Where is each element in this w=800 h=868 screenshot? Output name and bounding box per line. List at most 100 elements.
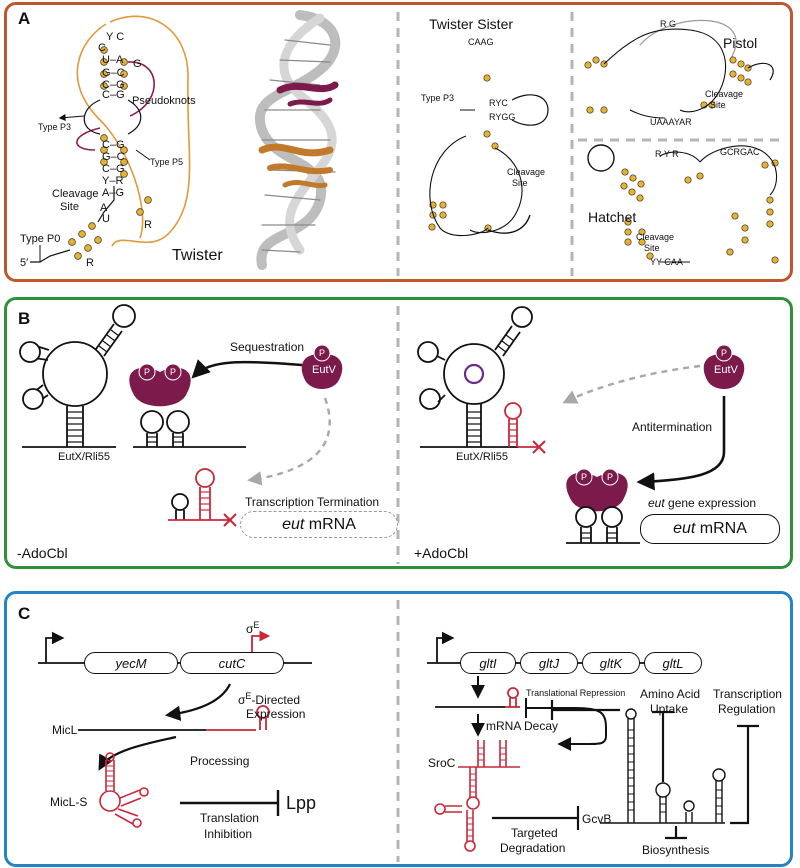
eutv-dimer-left — [129, 363, 191, 407]
eutv-dimer-left-p1: P — [144, 367, 151, 377]
eutx-left-rna — [19, 304, 246, 448]
eut-mrna-right-gene: eut — [673, 520, 696, 537]
gene-yecm: yecM — [84, 652, 178, 674]
twister-3d-model — [254, 10, 341, 270]
expression-label: Expression — [246, 707, 306, 721]
eutv-monomer-right — [703, 344, 745, 389]
lpp-label: Lpp — [286, 793, 317, 813]
hatchet-nt-bottom: YY CAA — [650, 257, 683, 267]
twister-sister-cleavage-label: Cleavage — [507, 167, 546, 177]
eut-mrna-right: eut mRNA — [640, 514, 780, 544]
eutv-right-label: EutV — [714, 364, 738, 376]
eutv-dimer-right-p2: P — [607, 472, 614, 482]
panel-c-small-rna-regulation — [4, 591, 793, 867]
eutv-monomer-left — [301, 344, 343, 389]
twister-nt-cg-4: C–G — [102, 163, 125, 175]
twister-nt-c: C — [98, 42, 106, 54]
pistol-title: Pistol — [723, 35, 758, 51]
twister-nt-cg-3: C–G — [102, 139, 125, 151]
amino-acid-label: Amino Acid — [640, 687, 701, 701]
gcvb-rna — [600, 708, 726, 824]
sequestration-arrow — [191, 359, 303, 379]
eut-gene-expression-gene: eut — [648, 496, 665, 510]
biosynthesis-label: Biosynthesis — [642, 843, 710, 857]
sigma-e-promoter-arrow — [251, 630, 271, 652]
translation-label: Translation — [200, 811, 259, 825]
sigma-e-label: σE — [246, 620, 260, 636]
twister-type-p0-label: Type P0 — [20, 233, 61, 245]
eutv-dimer-left-p2: P — [170, 367, 177, 377]
twister-nt-gc-2: G–C — [102, 151, 125, 163]
sigma-directed-expression-arrow — [164, 683, 231, 721]
eut-mrna-left: eut mRNA — [240, 511, 398, 538]
panel-b-eut-regulation — [4, 297, 793, 569]
twister-type-p3-label: Type P3 — [38, 122, 72, 132]
pistol-nt-tail: UAAAYAR — [650, 117, 692, 127]
twister-sister-title: Twister Sister — [429, 16, 514, 32]
lpp-inhibition-bar — [180, 790, 280, 816]
twister-nt-r-2: R — [86, 257, 94, 269]
eutv-right-phospho: P — [721, 348, 728, 358]
gene-cutc: cutC — [180, 652, 284, 674]
hatchet-nt-ryr: R Y R — [655, 149, 679, 159]
twister-nt-yr: Y–R — [102, 175, 124, 187]
twister-sister-nt-rygg: RYGG — [489, 112, 516, 122]
dashed-arrow-right — [562, 364, 701, 404]
gcvb-label: GcvB — [582, 812, 612, 826]
eut-gene-expression-suffix: gene expression — [664, 496, 757, 510]
micl-rna — [78, 705, 270, 731]
sequestration-label: Sequestration — [230, 340, 305, 354]
antitermination-arrow — [636, 396, 726, 491]
terminator-left — [168, 468, 237, 527]
degradation-label: Degradation — [500, 841, 566, 855]
panel-c-letter: C — [18, 604, 31, 623]
gene-glti: gltI — [460, 652, 516, 674]
sigma-directed-symbol: σ — [238, 693, 246, 707]
sroc-label: SroC — [428, 756, 456, 770]
micl-s-rna — [99, 752, 149, 828]
twister-sister-type-p3-label: Type P3 — [421, 93, 455, 103]
twister-title: Twister — [172, 247, 223, 264]
twister-nt-ua: U–A — [102, 54, 124, 66]
regulation-label: Regulation — [718, 702, 776, 716]
twister-nt-gc: G–C — [102, 67, 125, 79]
twister-nt-r-1: R — [144, 219, 152, 231]
twister-nt-ag: A–G — [102, 187, 125, 199]
termination-label: Transcription Termination — [245, 495, 380, 509]
eutv-dimer-right — [566, 468, 628, 512]
eutv-left-phospho: P — [319, 348, 326, 358]
pistol-nt-top: R G — [660, 19, 677, 29]
eut-gene-expression-label: eut gene expression — [648, 497, 756, 509]
pistol-site-label: Site — [710, 100, 726, 110]
mrna-decay-label: mRNA Decay — [486, 719, 559, 733]
eutx-left-label: EutX/Rli55 — [58, 451, 110, 463]
twister-sister-structure — [428, 74, 549, 237]
twister-sister-site-label: Site — [512, 178, 528, 188]
twister-nt-u: U — [102, 213, 110, 225]
twister-nt-g: G — [133, 58, 142, 70]
pistol-cleavage-label: Cleavage — [705, 89, 744, 99]
condition-plus-adocbl: +AdoCbl — [414, 545, 469, 561]
twister-pseudoknots-label: Pseudoknots — [132, 95, 196, 107]
hatchet-structure — [587, 144, 779, 264]
hatchet-site-label: Site — [644, 243, 660, 253]
glt-mrna-fragment — [435, 687, 520, 708]
targeted-degradation-bar — [492, 806, 580, 830]
eut-mrna-left-gene: eut — [282, 515, 305, 533]
sigma-symbol: σ — [246, 622, 254, 636]
condition-minus-adocbl: -AdoCbl — [17, 545, 68, 561]
sigma-directed-text: -Directed — [251, 693, 301, 707]
transcription-label: Transcription — [713, 687, 782, 701]
twister-site-label: Site — [60, 201, 79, 213]
sigma-superscript: E — [253, 620, 260, 630]
antitermination-label: Antitermination — [632, 420, 713, 434]
hatchet-title: Hatchet — [588, 209, 637, 225]
eutx-right-rna — [417, 306, 533, 448]
pistol-structure — [584, 19, 774, 119]
eut-expression-rna — [566, 506, 640, 544]
gene-gltk: gltK — [582, 652, 640, 674]
processing-arrow — [98, 735, 177, 771]
sigma-directed-superscript: E — [245, 691, 252, 701]
twister-nt-cg-1: C–G — [102, 79, 125, 91]
